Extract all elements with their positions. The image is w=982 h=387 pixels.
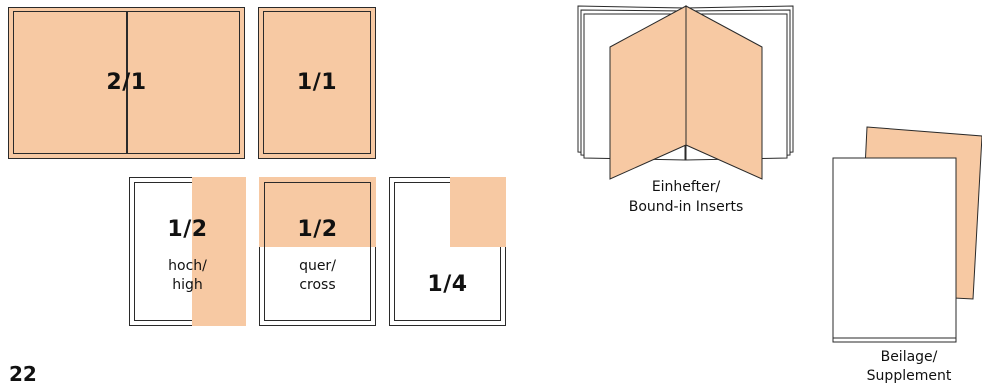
format-label: 1/2 — [297, 217, 338, 242]
format-sublabel-line1: hoch/ — [168, 258, 207, 274]
ad-area — [450, 177, 506, 247]
ad-area — [259, 177, 376, 247]
format-sublabel-line2: cross — [299, 277, 336, 293]
supplement-caption-line1: Beilage/ — [880, 349, 938, 365]
bound-in-insert-illustration — [577, 5, 794, 180]
page-outline — [389, 177, 506, 326]
supplement-caption-line2: Supplement — [866, 368, 952, 384]
format-label: 1/2 — [167, 217, 208, 242]
format-sublabel-line2: high — [172, 277, 203, 293]
ad-area — [192, 177, 246, 326]
insert-caption-line2: Bound-in Inserts — [628, 199, 744, 215]
supplement-sheet-front — [832, 157, 957, 339]
format-half-vertical: 1/2 hoch/ high — [129, 177, 246, 326]
page-trim — [394, 182, 501, 321]
supplement-illustration — [832, 126, 982, 343]
format-double-page: 2/1 — [8, 7, 245, 159]
page-trim — [264, 182, 371, 321]
format-half-horizontal: 1/2 quer/ cross — [259, 177, 376, 326]
right-page-trim — [127, 11, 240, 154]
format-sublabel-line1: quer/ — [299, 258, 336, 274]
format-quarter: 1/4 — [389, 177, 506, 326]
format-label: 1/4 — [427, 272, 468, 297]
page-outline — [258, 7, 376, 159]
page-trim — [263, 11, 371, 154]
page-number: 22 — [9, 362, 37, 386]
insert-caption-line1: Einhefter/ — [651, 179, 721, 195]
format-label: 2/1 — [106, 70, 147, 95]
format-full-page: 1/1 — [258, 7, 376, 159]
left-page-trim — [13, 11, 127, 154]
format-label: 1/1 — [296, 70, 338, 95]
